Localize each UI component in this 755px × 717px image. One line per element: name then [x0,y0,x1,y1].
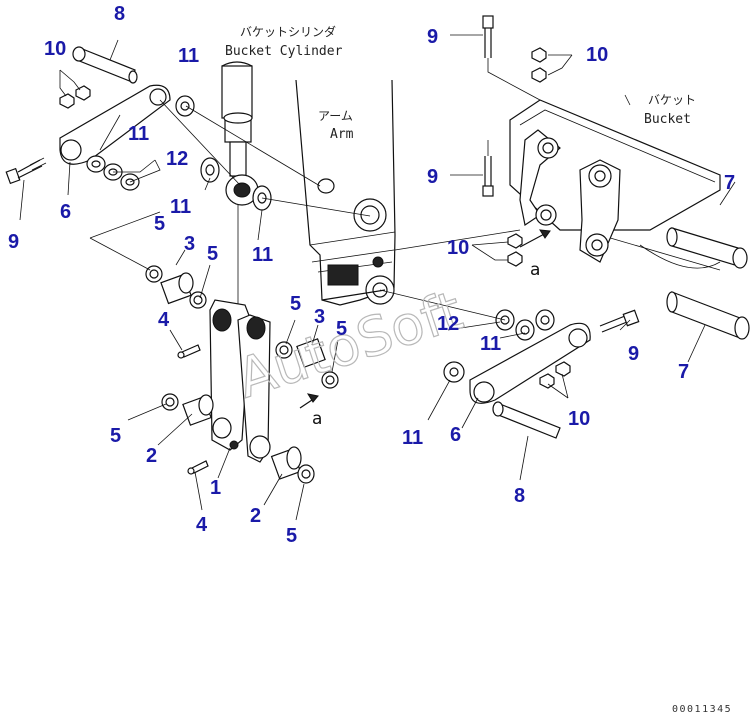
ref-a-center: a [312,409,322,429]
callout-8: 8 [114,3,125,25]
callout-9: 9 [628,343,639,365]
callout-3: 3 [184,233,195,255]
callout-6: 6 [450,424,461,446]
callout-12: 12 [437,313,459,335]
shims-left [86,95,272,211]
callout-12: 12 [166,148,188,170]
callout-11: 11 [128,123,149,145]
arm-label-jp: アーム [318,109,353,123]
callout-5: 5 [207,243,218,265]
leader-lines [19,34,736,521]
callout-8: 8 [514,485,525,507]
callout-2: 2 [250,505,261,527]
callout-11: 11 [402,427,423,449]
callout-10: 10 [44,38,66,60]
callout-11: 11 [480,333,501,355]
callout-5: 5 [290,293,301,315]
callout-2: 2 [146,445,157,467]
arm-drawing [295,79,396,306]
arm-label-en: Arm [330,127,354,142]
bucket-cylinder-drawing [221,61,259,318]
callout-10: 10 [447,237,469,259]
callout-9: 9 [427,166,438,188]
watermark: AutoSoft [230,279,470,411]
bucket-label-jp: バケット [648,93,696,107]
link-center-drawing [209,299,271,463]
ref-a-right: a [530,260,540,280]
callout-9: 9 [427,26,438,48]
document-number: 00011345 [672,704,732,715]
bushings [160,272,326,480]
callout-5: 5 [286,525,297,547]
callout-10: 10 [568,408,590,430]
callout-5: 5 [110,425,121,447]
callout-6: 6 [60,201,71,223]
callout-9: 9 [8,231,19,253]
link-left-drawing [59,46,171,165]
callout-4: 4 [196,514,208,536]
callout-3: 3 [314,306,325,328]
callout-4: 4 [158,309,170,331]
bucket-cylinder-label-en: Bucket Cylinder [225,44,343,59]
callout-7: 7 [678,361,689,383]
callout-5: 5 [336,318,347,340]
callout-11: 11 [252,244,273,266]
bolt-left-drawing [5,157,47,185]
callouts: 8 10 11 11 12 6 9 5 3 5 11 11 4 5 3 5 5 … [8,3,735,547]
bucket-cylinder-label-jp: バケットシリンダ [240,24,336,39]
right-side-parts [443,15,750,439]
callout-11: 11 [178,45,199,67]
seals [145,265,339,484]
callout-11: 11 [170,196,191,218]
callout-7: 7 [724,172,735,194]
callout-10: 10 [586,44,608,66]
bucket-label-en: Bucket [644,112,691,127]
grease-fittings [177,344,209,475]
callout-1: 1 [210,477,221,499]
callout-5: 5 [154,213,165,235]
bucket-drawing [509,99,721,271]
nuts-top-left [59,85,91,109]
